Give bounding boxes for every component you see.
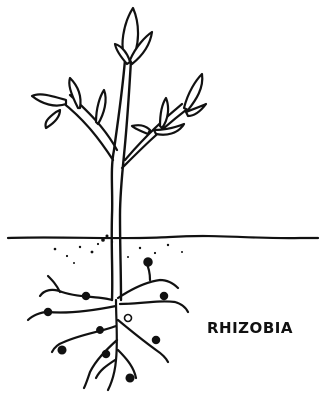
root-system xyxy=(28,262,188,390)
left-branch xyxy=(32,78,117,160)
top-bud xyxy=(115,8,152,64)
nodule xyxy=(103,351,110,358)
nodule-outline xyxy=(125,315,132,322)
nodule xyxy=(126,374,134,382)
nodule xyxy=(45,309,52,316)
right-branch xyxy=(122,74,206,168)
rhizobia-label: RHIZOBIA xyxy=(207,319,293,337)
nodule xyxy=(153,337,160,344)
nodule xyxy=(83,293,90,300)
stem xyxy=(112,60,131,300)
soil-surface xyxy=(8,235,318,265)
nodule xyxy=(161,293,168,300)
nodule xyxy=(58,346,66,354)
nodule xyxy=(144,258,152,266)
nodule xyxy=(97,327,103,333)
